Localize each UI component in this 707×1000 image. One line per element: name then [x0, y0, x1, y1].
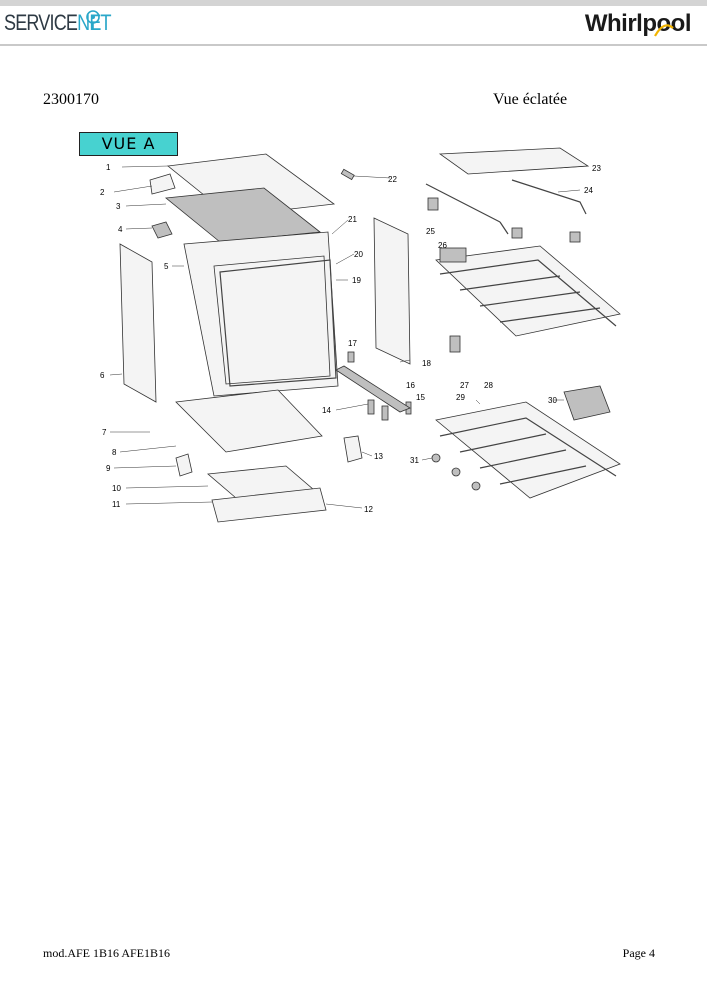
- side-panel-right: [373, 217, 411, 365]
- callout-27: 27: [460, 381, 469, 390]
- callout-19: 19: [352, 276, 361, 285]
- callout-9: 9: [106, 464, 111, 473]
- callout-26: 26: [438, 241, 447, 250]
- callout-14: 14: [322, 406, 331, 415]
- callout-3: 3: [116, 202, 121, 211]
- cutlery-basket: [563, 385, 611, 421]
- hinge-bracket: [151, 221, 173, 239]
- callout-21: 21: [348, 215, 357, 224]
- rail-16: [335, 365, 411, 413]
- rack-wheel-31c: [471, 481, 481, 491]
- hinge-14b: [381, 405, 389, 421]
- callout-12: 12: [364, 505, 373, 514]
- view-label-box: VUE A: [79, 132, 178, 156]
- cabinet-inner: [213, 255, 331, 385]
- footer-model: mod.AFE 1B16 AFE1B16: [43, 946, 171, 960]
- footer-page-number: Page 4: [622, 946, 655, 960]
- rack-adjuster-25: [427, 197, 439, 211]
- callout-10: 10: [112, 484, 121, 493]
- clip-part: [340, 168, 355, 181]
- hinge-14: [367, 399, 375, 415]
- upper-basket-wires: [439, 259, 617, 327]
- rack-adjuster-25b: [511, 227, 523, 239]
- servicenet-logo-service: SERVICE: [4, 10, 78, 35]
- rack-adjuster-25c: [569, 231, 581, 243]
- cutlery-tray: [438, 147, 590, 175]
- callout-5: 5: [164, 262, 169, 271]
- basket-clips-26: [439, 247, 467, 263]
- document-number: 2300170: [43, 91, 99, 108]
- callout-24: 24: [584, 186, 593, 195]
- servicenet-gear-icon: [86, 10, 100, 29]
- callout-15: 15: [416, 393, 425, 402]
- lower-basket-wires: [439, 417, 617, 485]
- kickplate: [211, 487, 327, 523]
- bracket-17: [347, 351, 355, 363]
- view-title: Vue éclatée: [493, 91, 568, 108]
- callout-2: 2: [100, 188, 105, 197]
- callout-1: 1: [106, 163, 111, 172]
- lower-basket: [435, 401, 621, 499]
- rack-wheel-27: [449, 335, 461, 353]
- callout-30: 30: [548, 396, 557, 405]
- filter-cover: [175, 453, 193, 477]
- callout-18: 18: [422, 359, 431, 368]
- callout-4: 4: [118, 225, 123, 234]
- callout-31: 31: [410, 456, 419, 465]
- door-seal: [219, 259, 337, 387]
- header-top-rule: [0, 0, 707, 6]
- callout-20: 20: [354, 250, 363, 259]
- callout-13: 13: [374, 452, 383, 461]
- callout-17: 17: [348, 339, 357, 348]
- rack-rail-24: [425, 179, 587, 235]
- callout-29: 29: [456, 393, 465, 402]
- callout-7: 7: [102, 428, 107, 437]
- callout-25: 25: [426, 227, 435, 236]
- side-panel-left: [119, 243, 157, 403]
- callout-22: 22: [388, 175, 397, 184]
- pump-cover: [343, 435, 363, 463]
- exploded-view-diagram: 1 2 3 4 5 6 7 8 9 10 11 12 13 14 15 16 1…: [100, 147, 621, 523]
- insulation-sheet: [164, 187, 322, 243]
- header-bottom-rule: [0, 44, 707, 46]
- callout-6: 6: [100, 371, 105, 380]
- base-tray: [175, 389, 323, 453]
- callout-23: 23: [592, 164, 601, 173]
- whirlpool-swoosh-icon: [654, 24, 674, 37]
- callout-11: 11: [112, 500, 121, 509]
- callout-28: 28: [484, 381, 493, 390]
- callout-16: 16: [406, 381, 415, 390]
- top-panel-cover: [149, 173, 176, 195]
- rack-wheel-31b: [451, 467, 461, 477]
- rack-wheel-31: [431, 453, 441, 463]
- callout-8: 8: [112, 448, 117, 457]
- whirlpool-logo: Whirlpool: [584, 10, 692, 37]
